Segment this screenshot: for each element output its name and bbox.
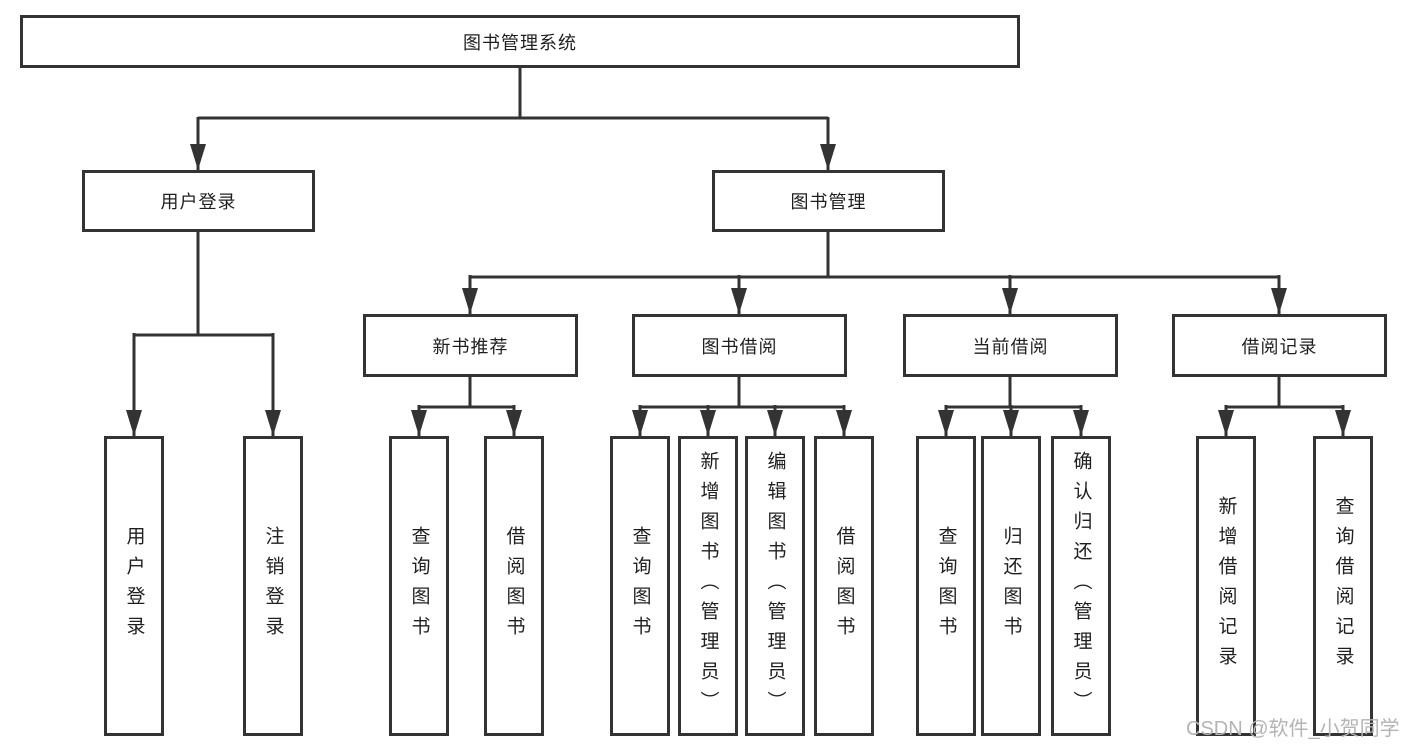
leaf-newbook-borrow-books: 借阅图书 — [484, 436, 544, 736]
leaf-borrow-borrow-books-label: 借阅图书 — [833, 526, 855, 646]
node-book-management-label: 图书管理 — [790, 192, 867, 212]
leaf-borrow-add-books-admin-label: 新增图书（管理员） — [697, 451, 719, 721]
connector-root-to-level2 — [190, 68, 836, 170]
leaf-borrow-query-books: 查询图书 — [610, 436, 670, 736]
leaf-records-query-record: 查询借阅记录 — [1313, 436, 1373, 736]
leaf-current-confirm-return-admin-label: 确认归还（管理员） — [1070, 451, 1092, 721]
leaf-current-confirm-return-admin: 确认归还（管理员） — [1051, 436, 1111, 736]
node-root-label: 图书管理系统 — [463, 32, 577, 53]
leaf-records-query-record-label: 查询借阅记录 — [1332, 496, 1354, 676]
node-root: 图书管理系统 — [20, 15, 1020, 68]
node-new-book-recommend-label: 新书推荐 — [432, 336, 509, 357]
connector-newbook-leaves — [411, 377, 522, 436]
leaf-borrow-add-books-admin: 新增图书（管理员） — [678, 436, 738, 736]
leaf-logout: 注销登录 — [243, 436, 303, 736]
node-current-borrowing: 当前借阅 — [903, 314, 1118, 377]
connector-records-leaves — [1218, 377, 1351, 436]
csdn-watermark: CSDN @软件_小贺同学 — [1186, 718, 1400, 740]
connector-book-management-sections — [462, 232, 1287, 314]
node-borrowing-records-label: 借阅记录 — [1241, 336, 1318, 357]
leaf-borrow-edit-books-admin: 编辑图书（管理员） — [745, 436, 805, 736]
leaf-current-query-books: 查询图书 — [916, 436, 976, 736]
leaf-user-login: 用户登录 — [104, 436, 164, 736]
node-borrowing-records: 借阅记录 — [1172, 314, 1387, 377]
leaf-borrow-borrow-books: 借阅图书 — [814, 436, 874, 736]
node-book-borrowing: 图书借阅 — [632, 314, 847, 377]
leaf-user-login-label: 用户登录 — [123, 526, 145, 646]
node-book-management: 图书管理 — [712, 170, 945, 232]
leaf-borrow-edit-books-admin-label: 编辑图书（管理员） — [764, 451, 786, 721]
leaf-logout-label: 注销登录 — [262, 526, 284, 646]
leaf-newbook-query-books: 查询图书 — [389, 436, 449, 736]
node-new-book-recommend: 新书推荐 — [363, 314, 578, 377]
leaf-records-add-record: 新增借阅记录 — [1196, 436, 1256, 736]
node-user-login-label: 用户登录 — [160, 192, 237, 212]
leaf-current-query-books-label: 查询图书 — [935, 526, 957, 646]
connector-user-login-children — [126, 232, 281, 436]
leaf-newbook-query-books-label: 查询图书 — [408, 526, 430, 646]
node-current-borrowing-label: 当前借阅 — [972, 336, 1049, 357]
node-user-login: 用户登录 — [82, 170, 315, 232]
leaf-newbook-borrow-books-label: 借阅图书 — [503, 526, 525, 646]
leaf-borrow-query-books-label: 查询图书 — [629, 526, 651, 646]
leaf-current-return-books: 归还图书 — [981, 436, 1041, 736]
connector-current-leaves — [938, 377, 1089, 436]
connector-borrowing-leaves — [632, 377, 852, 436]
leaf-current-return-books-label: 归还图书 — [1000, 526, 1022, 646]
leaf-records-add-record-label: 新增借阅记录 — [1215, 496, 1237, 676]
node-book-borrowing-label: 图书借阅 — [701, 336, 778, 357]
